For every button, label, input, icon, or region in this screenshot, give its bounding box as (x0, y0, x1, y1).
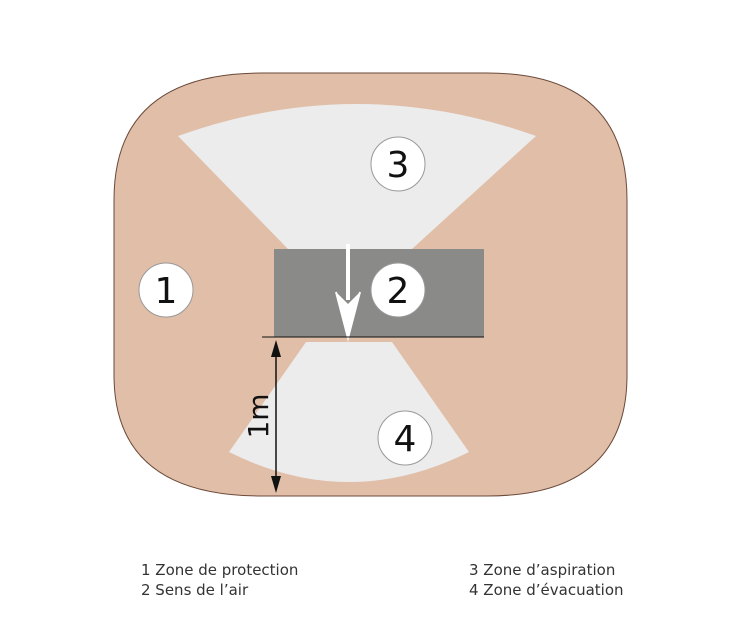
dimension-label: 1m (242, 393, 275, 438)
marker-1-label: 1 (155, 271, 178, 312)
marker-4-label: 4 (394, 419, 417, 460)
marker-2-label: 2 (387, 271, 410, 312)
marker-3: 3 (370, 136, 426, 192)
marker-4: 4 (377, 410, 433, 466)
aspiration-zone (178, 104, 536, 249)
dimension-line: 1m (242, 336, 484, 493)
legend-item-air-direction: 2 Sens de l’air (141, 581, 249, 599)
legend-item-evacuation: 4 Zone d’évacuation (469, 581, 624, 599)
marker-1: 1 (138, 262, 194, 318)
air-direction-arrow (335, 244, 361, 342)
legend-item-protection: 1 Zone de protection (141, 561, 299, 579)
legend-left: 1 Zone de protection 2 Sens de l’air (141, 560, 298, 600)
legend-item-aspiration: 3 Zone d’aspiration (469, 561, 616, 579)
marker-3-label: 3 (387, 145, 410, 186)
marker-2: 2 (370, 262, 426, 318)
legend-right: 3 Zone d’aspiration 4 Zone d’évacuation (469, 560, 624, 600)
